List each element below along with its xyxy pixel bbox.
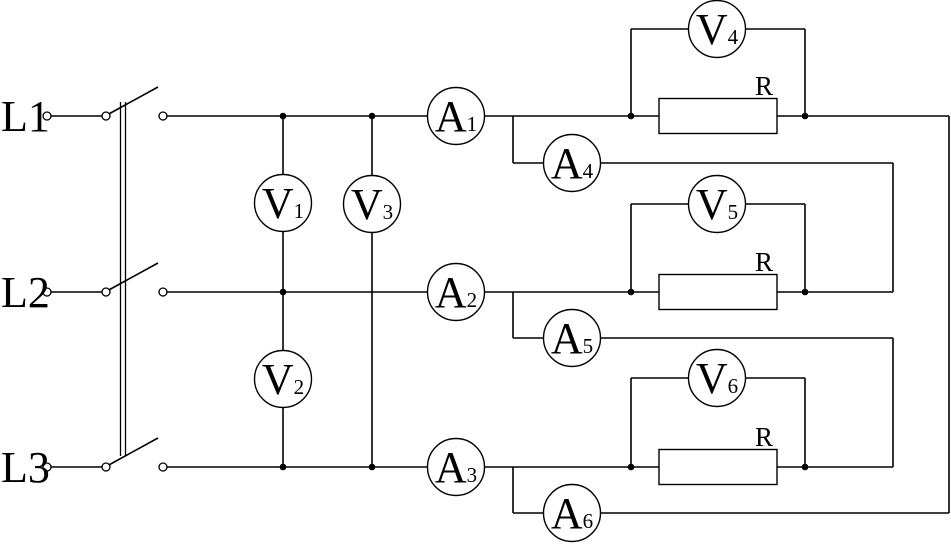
- switch-gang-linkage: [119, 102, 127, 456]
- ammeter-A5-branch: [512, 292, 894, 467]
- ammeter-A3: [426, 437, 486, 497]
- phase-label-L1: L1: [1, 92, 50, 141]
- terminal-circle: [101, 111, 111, 121]
- ammeter-A2-label: A2: [435, 268, 477, 317]
- voltmeter-V4-label: V4: [696, 5, 739, 54]
- voltmeter-V5: [687, 174, 747, 234]
- terminal-circle: [158, 111, 168, 121]
- terminal-circle: [42, 462, 52, 472]
- voltmeter-V6-loop: [630, 377, 806, 467]
- ammeter-A4-label: A4: [551, 139, 594, 188]
- junction-dot: [801, 288, 809, 296]
- junction-dot: [279, 463, 287, 471]
- junction-dot: [627, 112, 635, 120]
- voltmeter-V5-label: V5: [696, 180, 738, 229]
- voltmeter-V3: [342, 174, 402, 234]
- junction-dot: [801, 463, 809, 471]
- ammeter-A4: [542, 133, 602, 193]
- resistor-R3: [658, 448, 778, 486]
- ammeter-A6: [542, 483, 602, 543]
- junction-dot: [279, 288, 287, 296]
- voltmeter-V2: [253, 349, 313, 409]
- junction-dots: [279, 112, 809, 471]
- voltmeter-V4-loop: [630, 28, 806, 116]
- ammeter-A5-label: A5: [551, 314, 593, 363]
- switch-blade: [106, 86, 159, 116]
- phase-label-L3: L3: [1, 443, 50, 492]
- junction-dot: [801, 112, 809, 120]
- ammeter-A5: [542, 308, 602, 368]
- voltmeter-V2-label: V2: [262, 355, 304, 404]
- junction-dot: [627, 288, 635, 296]
- junction-dot: [368, 463, 376, 471]
- phase-label-L2: L2: [1, 268, 50, 317]
- voltmeter-V1: [253, 173, 313, 233]
- resistor-R1: [658, 97, 778, 135]
- switch-blade: [106, 437, 159, 467]
- ammeter-A3-label: A3: [435, 443, 477, 492]
- resistor-R2: [658, 273, 778, 311]
- resistor-R3-label: R: [755, 422, 773, 452]
- terminal-circle: [42, 287, 52, 297]
- ammeter-A1: [426, 86, 486, 146]
- voltmeter-V5-loop: [630, 203, 806, 292]
- ammeter-A4-branch: [512, 116, 894, 292]
- junction-dot: [627, 463, 635, 471]
- voltmeter-V1-label: V1: [262, 179, 304, 228]
- ammeter-A6-label: A6: [551, 489, 593, 538]
- ammeter-A6-branch: [512, 116, 950, 514]
- phase1-wires: [51, 86, 949, 117]
- switch-blade: [106, 262, 159, 292]
- junction-dot: [368, 112, 376, 120]
- terminal-circle: [101, 462, 111, 472]
- junction-dot: [279, 112, 287, 120]
- terminal-circle: [158, 462, 168, 472]
- ammeter-A1-label: A1: [435, 92, 477, 141]
- switch-terminals: [42, 111, 168, 472]
- voltmeter-V6-label: V6: [696, 354, 738, 403]
- terminal-circle: [101, 287, 111, 297]
- voltmeter-V4: [687, 0, 747, 59]
- resistor-R1-label: R: [755, 71, 773, 101]
- ammeter-A2: [426, 262, 486, 322]
- terminal-circle: [158, 287, 168, 297]
- terminal-circle: [42, 111, 52, 121]
- resistor-R2-label: R: [755, 247, 773, 277]
- voltmeter-V6: [687, 348, 747, 408]
- voltmeter-V3-label: V3: [351, 180, 393, 229]
